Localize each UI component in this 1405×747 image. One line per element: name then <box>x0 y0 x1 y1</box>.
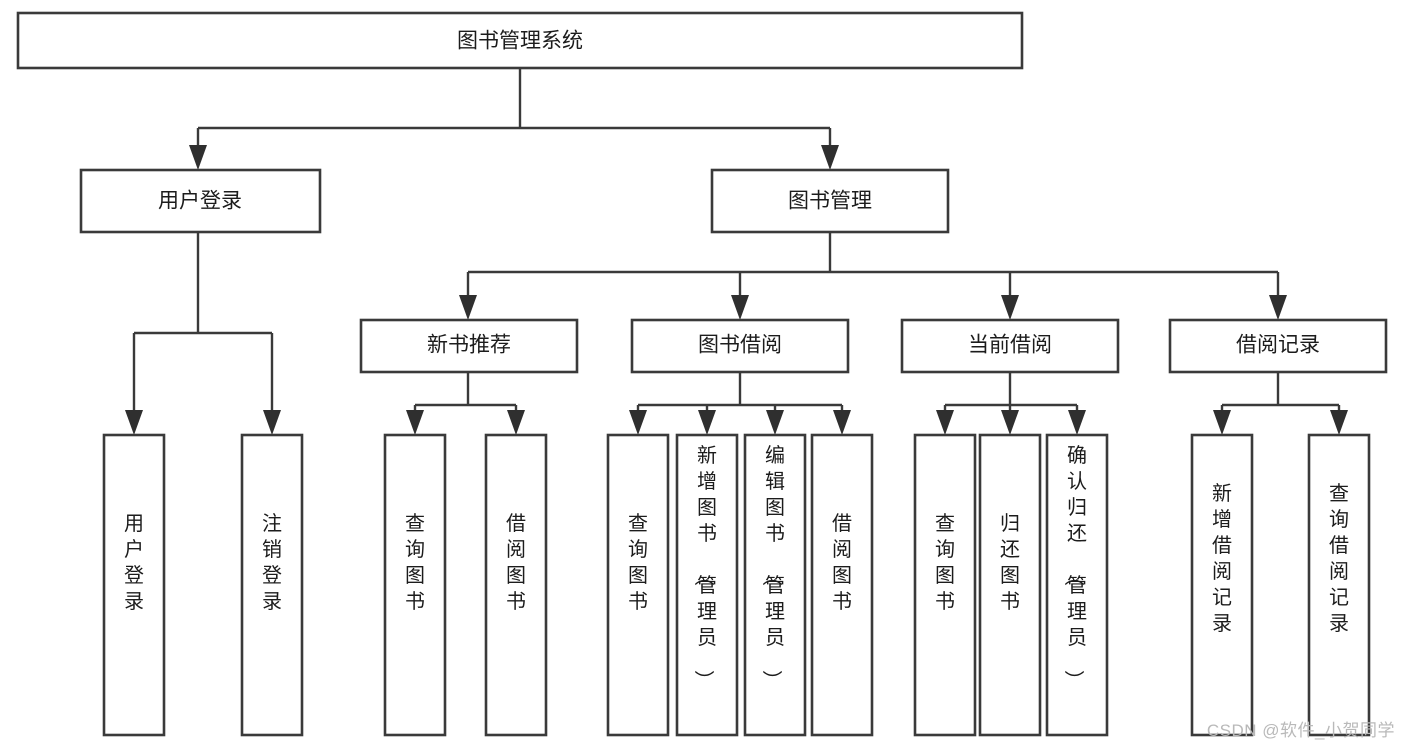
node-leaf-borrow-book-2[interactable]: 借阅图书 <box>810 433 874 737</box>
node-leaf-query-record[interactable]: 查询借阅记录 <box>1307 433 1371 737</box>
node-leaf-add-record-label: 新增借阅记录 <box>1212 482 1232 635</box>
node-book-borrow[interactable]: 图书借阅 <box>630 318 850 374</box>
arrow-head-borrow-record <box>1269 295 1287 320</box>
node-leaf-edit-book[interactable]: 编辑图书（管理员） <box>743 433 807 737</box>
node-leaf-user-login-label: 用户登录 <box>124 513 144 613</box>
node-leaf-add-record[interactable]: 新增借阅记录 <box>1190 433 1254 737</box>
node-leaf-return-book-box[interactable] <box>978 433 1042 737</box>
node-leaf-query-book-3-label: 查询图书 <box>935 512 955 613</box>
arrow-head-book-manage <box>821 145 839 170</box>
node-root-label: 图书管理系统 <box>457 30 583 53</box>
node-leaf-confirm-return[interactable]: 确认归还（管理员） <box>1045 433 1109 737</box>
node-root-box[interactable] <box>16 11 1024 70</box>
node-user-login[interactable]: 用户登录 <box>79 168 322 234</box>
node-leaf-add-book[interactable]: 新增图书（管理员） <box>675 433 739 737</box>
arrow-head-leaf-user-login <box>125 410 143 435</box>
node-leaf-add-record-box[interactable] <box>1190 433 1254 737</box>
node-leaf-query-record-label: 查询借阅记录 <box>1329 482 1349 635</box>
node-book-manage[interactable]: 图书管理 <box>710 168 950 234</box>
node-new-book-recommend[interactable]: 新书推荐 <box>359 318 579 374</box>
arrow-head-leaf-borrow-book-2 <box>833 410 851 435</box>
node-leaf-borrow-book-1[interactable]: 借阅图书 <box>484 433 548 737</box>
node-leaf-query-record-box[interactable] <box>1307 433 1371 737</box>
node-borrow-record-label: 借阅记录 <box>1236 334 1320 357</box>
node-leaf-return-book-label: 归还图书 <box>1000 512 1020 613</box>
arrow-head-leaf-query-book-1 <box>406 410 424 435</box>
node-leaf-borrow-book-2-label: 借阅图书 <box>832 512 852 613</box>
node-book-manage-label: 图书管理 <box>788 190 872 213</box>
node-current-borrow-box[interactable] <box>900 318 1120 374</box>
arrow-head-leaf-user-logout <box>263 410 281 435</box>
node-book-manage-box[interactable] <box>710 168 950 234</box>
node-current-borrow[interactable]: 当前借阅 <box>900 318 1120 374</box>
arrow-head-leaf-confirm-return <box>1068 410 1086 435</box>
node-leaf-edit-book-label: 编辑图书（管理员） <box>760 444 785 690</box>
node-new-book-recommend-box[interactable] <box>359 318 579 374</box>
node-book-borrow-box[interactable] <box>630 318 850 374</box>
connector-layer <box>125 68 1348 435</box>
node-user-login-label: 用户登录 <box>158 190 242 213</box>
node-leaf-query-book-2-box[interactable] <box>606 433 670 737</box>
node-leaf-edit-book-box[interactable] <box>743 433 807 737</box>
arrow-head-leaf-return-book <box>1001 410 1019 435</box>
node-leaf-user-login-box[interactable] <box>102 433 166 737</box>
arrow-head-new-book-recommend <box>459 295 477 320</box>
arrow-head-user-login <box>189 145 207 170</box>
arrow-head-leaf-add-book <box>698 410 716 435</box>
node-leaf-borrow-book-2-box[interactable] <box>810 433 874 737</box>
node-leaf-query-book-2[interactable]: 查询图书 <box>606 433 670 737</box>
watermark-credit: CSDN @软件_小贺同学 <box>1206 721 1395 740</box>
node-current-borrow-label: 当前借阅 <box>968 334 1052 357</box>
arrow-head-current-borrow <box>1001 295 1019 320</box>
node-leaf-borrow-book-1-box[interactable] <box>484 433 548 737</box>
node-new-book-recommend-label: 新书推荐 <box>427 334 511 357</box>
node-book-borrow-label: 图书借阅 <box>698 334 782 357</box>
node-leaf-query-book-3-box[interactable] <box>913 433 977 737</box>
node-leaf-user-logout-label: 注销登录 <box>262 512 282 613</box>
node-leaf-query-book-1-label: 查询图书 <box>405 512 425 613</box>
node-leaf-add-book-label: 新增图书（管理员） <box>692 444 717 690</box>
node-leaf-query-book-2-label: 查询图书 <box>628 512 648 613</box>
node-leaf-user-login[interactable]: 用户登录 <box>102 433 166 737</box>
node-leaf-confirm-return-label: 确认归还（管理员） <box>1062 444 1087 690</box>
arrow-head-leaf-query-record <box>1330 410 1348 435</box>
node-leaf-return-book[interactable]: 归还图书 <box>978 433 1042 737</box>
node-leaf-add-book-box[interactable] <box>675 433 739 737</box>
arrow-head-leaf-query-book-2 <box>629 410 647 435</box>
node-leaf-user-logout-box[interactable] <box>240 433 304 737</box>
arrow-head-leaf-query-book-3 <box>936 410 954 435</box>
node-leaf-query-book-1-box[interactable] <box>383 433 447 737</box>
node-leaf-user-logout[interactable]: 注销登录 <box>240 433 304 737</box>
arrow-head-leaf-edit-book <box>766 410 784 435</box>
node-leaf-query-book-1[interactable]: 查询图书 <box>383 433 447 737</box>
arrow-head-leaf-add-record <box>1213 410 1231 435</box>
node-leaf-query-book-3[interactable]: 查询图书 <box>913 433 977 737</box>
node-borrow-record[interactable]: 借阅记录 <box>1168 318 1388 374</box>
arrow-head-leaf-borrow-book-1 <box>507 410 525 435</box>
node-leaf-borrow-book-1-label: 借阅图书 <box>506 512 526 613</box>
node-user-login-box[interactable] <box>79 168 322 234</box>
node-leaf-confirm-return-box[interactable] <box>1045 433 1109 737</box>
node-root[interactable]: 图书管理系统 <box>16 11 1024 70</box>
node-borrow-record-box[interactable] <box>1168 318 1388 374</box>
arrow-head-book-borrow <box>731 295 749 320</box>
